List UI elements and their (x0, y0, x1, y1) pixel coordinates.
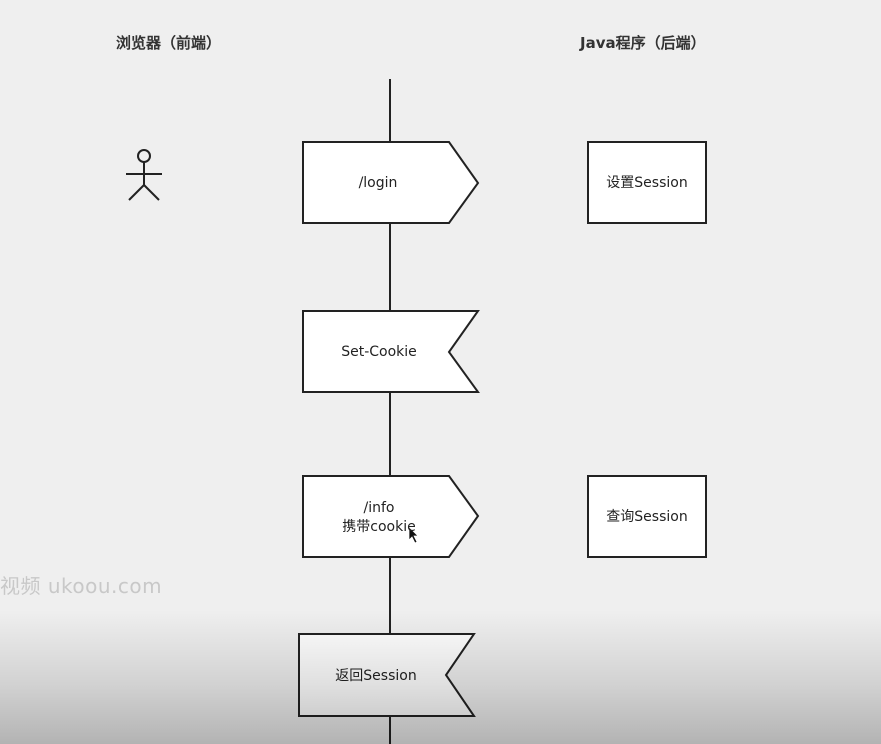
query-session-label: 查询Session (606, 509, 688, 525)
info-request-cookie-label: 携带cookie (342, 519, 416, 535)
mouse-pointer-icon (408, 526, 419, 544)
watermark-text: 视频 ukoou.com (0, 574, 163, 598)
query-session-box (587, 475, 707, 558)
stick-figure-user-icon (126, 149, 162, 201)
login-request-label: /login (358, 175, 398, 191)
set-cookie-response-shape (302, 310, 480, 393)
return-session-response-label: 返回Session (335, 668, 417, 684)
set-session-label: 设置Session (606, 175, 688, 191)
info-request-shape (302, 475, 480, 558)
set-session-box (587, 141, 707, 224)
set-cookie-response-label: Set-Cookie (341, 344, 417, 360)
browser-frontend-heading: 浏览器（前端） (116, 34, 222, 52)
return-session-response-shape (298, 633, 476, 717)
java-backend-heading: Java程序（后端） (580, 34, 706, 52)
login-request-shape (302, 141, 480, 224)
info-request-label: /info (363, 500, 395, 516)
